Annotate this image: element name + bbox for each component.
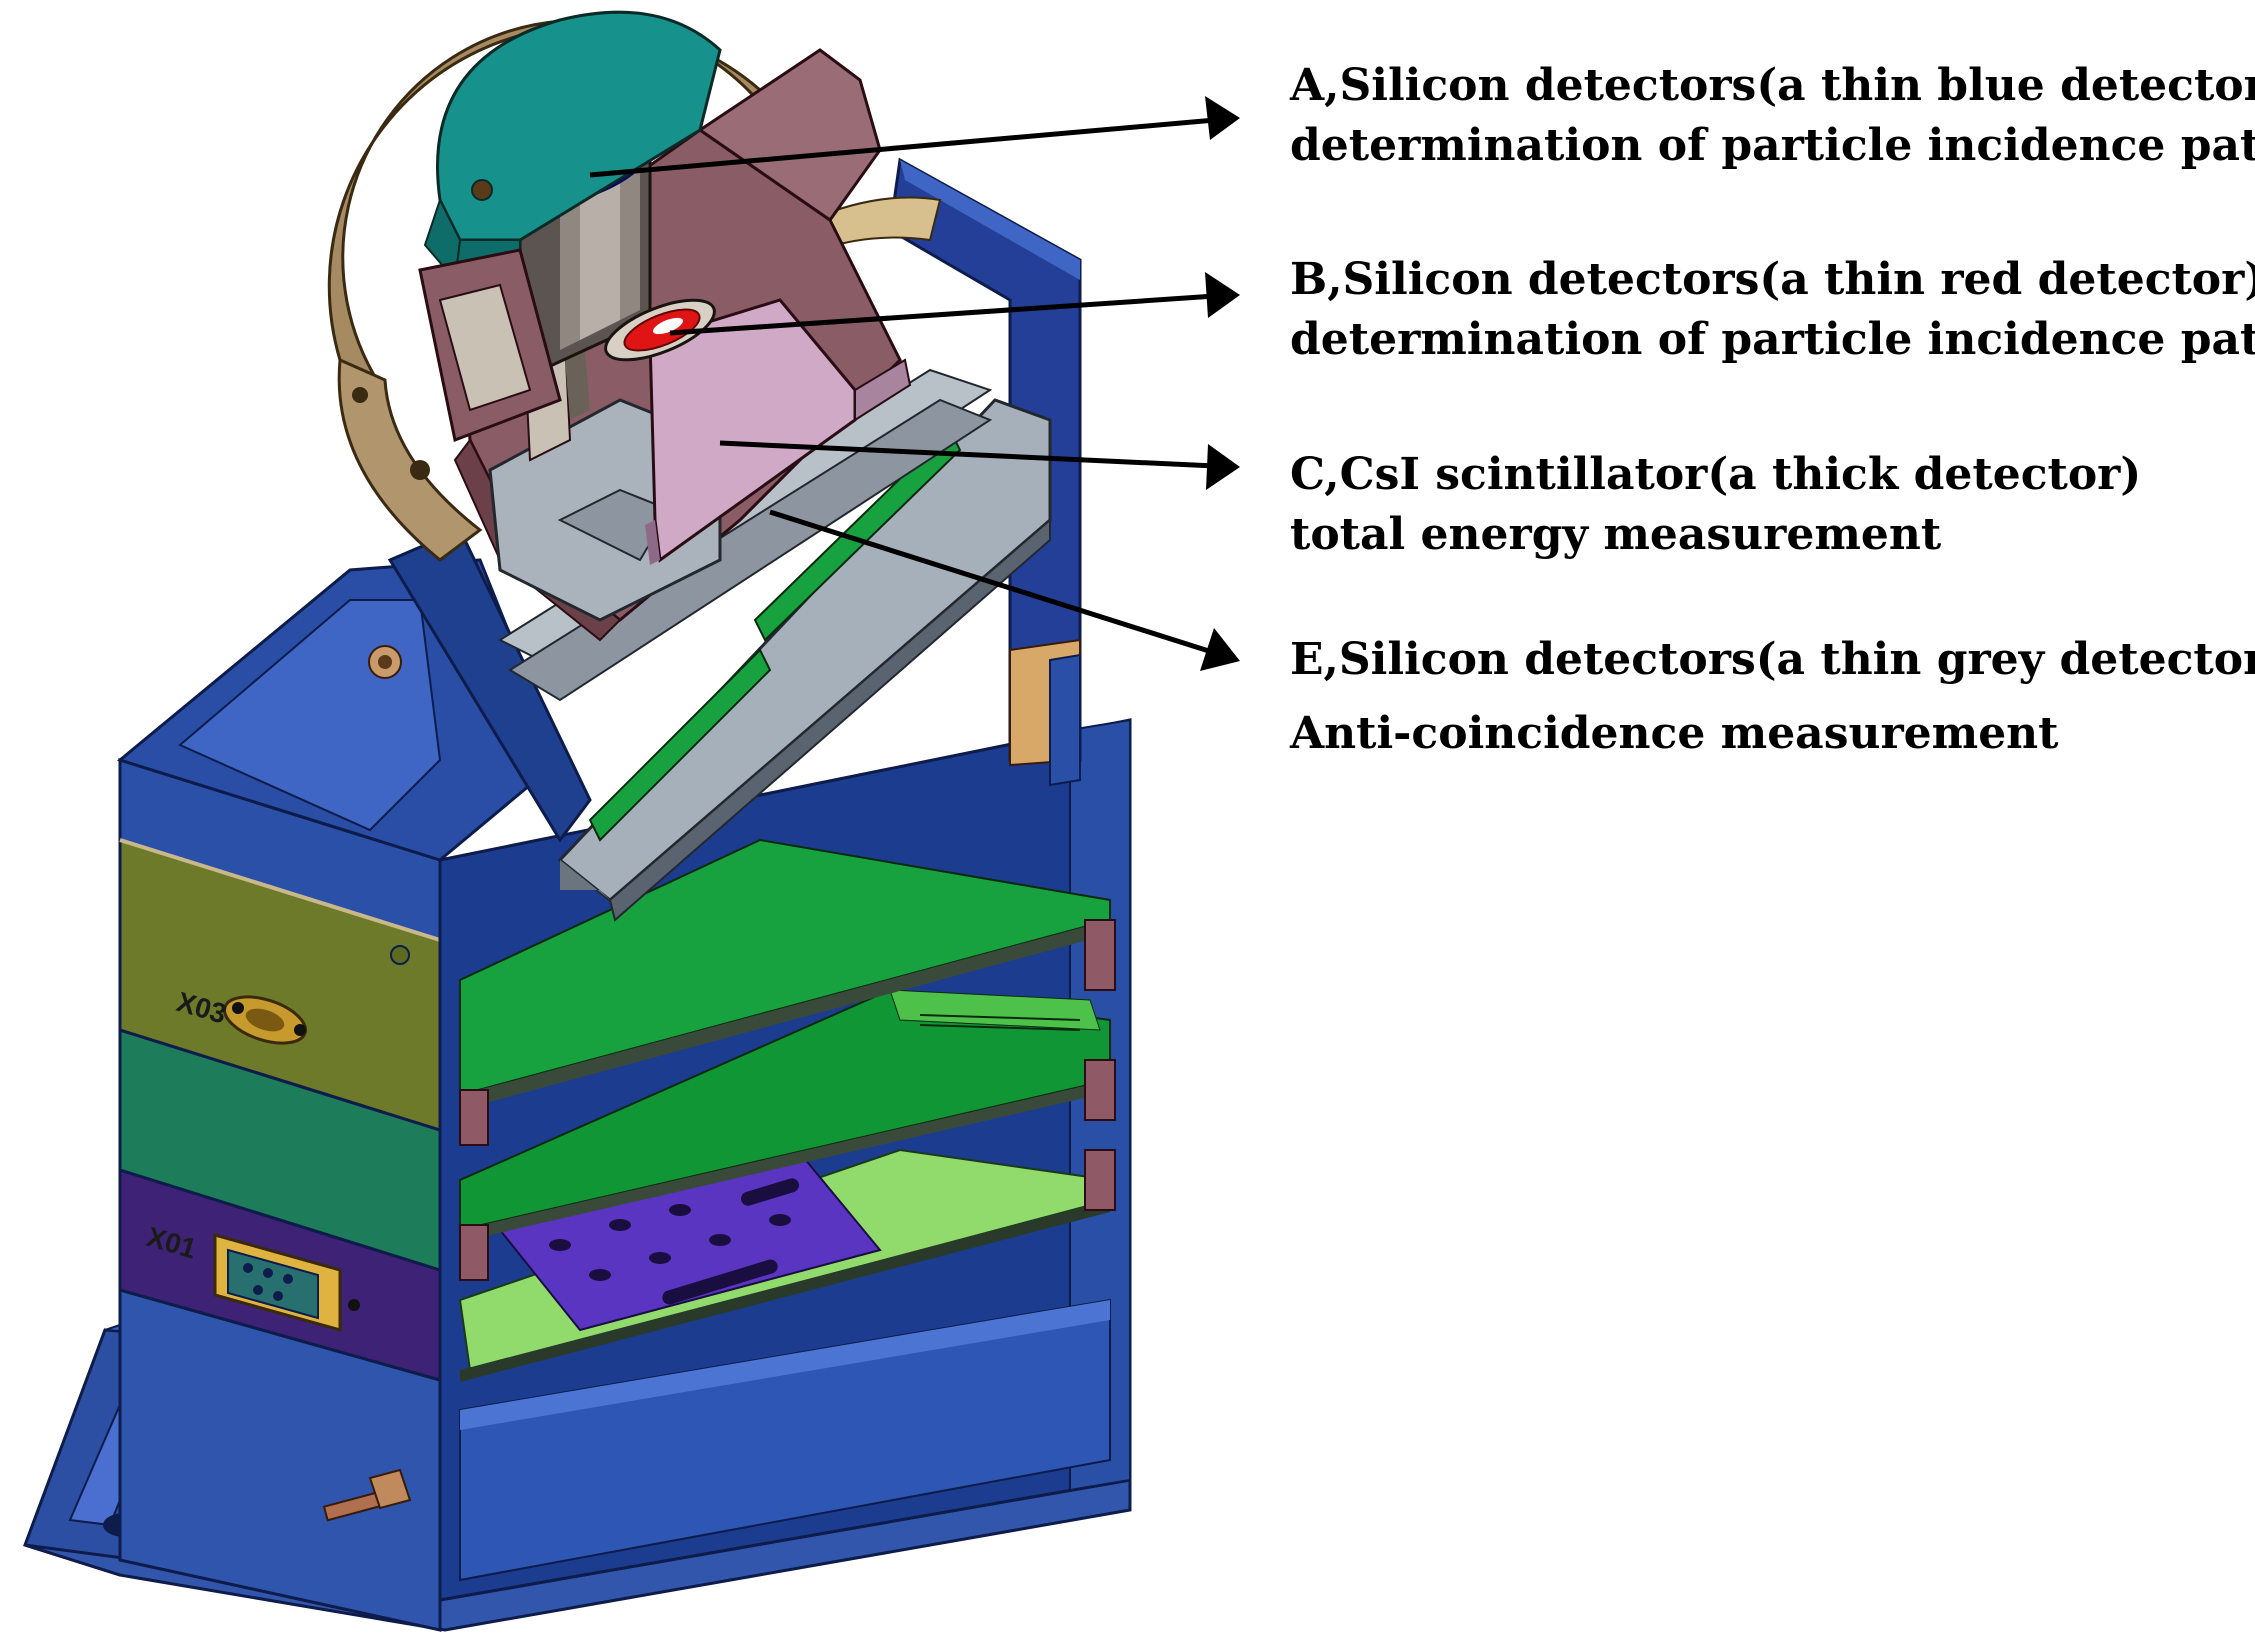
callout-c-title: C,CsI scintillator(a thick detector) (1290, 449, 2142, 500)
connector-x01: X01 (143, 1221, 360, 1332)
housing-interior (438, 718, 1132, 1602)
pcb-upper (459, 838, 1111, 1097)
arrow-a (589, 117, 1216, 178)
callout-b-title: B,Silicon detectors(a thin red detector) (1290, 254, 2255, 305)
upper-tower (116, 157, 1082, 862)
side-pin (322, 1468, 412, 1522)
green-strip-upper (753, 428, 962, 642)
green-strip-lower (588, 648, 772, 842)
teal-lid (418, 10, 722, 443)
callout-c: C,CsI scintillator(a thick detector) tot… (1290, 445, 2141, 565)
connector-x03: X03 (173, 986, 307, 1045)
callout-a: A,Silicon detectors(a thin blue detector… (1290, 56, 2255, 176)
arrow-b (669, 293, 1216, 336)
tan-ring (327, 18, 942, 562)
arrow-e (769, 509, 1213, 655)
callout-a-desc: determination of particle incidence path… (1290, 120, 2255, 171)
arrow-c (719, 440, 1216, 469)
callout-c-desc: total energy measurement (1290, 509, 1942, 560)
pcb-middle (459, 988, 1111, 1232)
callout-a-title: A,Silicon detectors(a thin blue detector… (1290, 60, 2255, 111)
callout-b-desc: determination of particle incidence path… (1290, 314, 2255, 365)
callout-b: B,Silicon detectors(a thin red detector)… (1290, 250, 2255, 370)
callout-e: E,Silicon detectors(a thin grey detector… (1290, 630, 2255, 764)
callout-e-title: E,Silicon detectors(a thin grey detector… (1290, 634, 2255, 685)
callout-arrows (589, 96, 1240, 671)
callout-e-desc: Anti-coincidence measurement (1290, 708, 2059, 759)
